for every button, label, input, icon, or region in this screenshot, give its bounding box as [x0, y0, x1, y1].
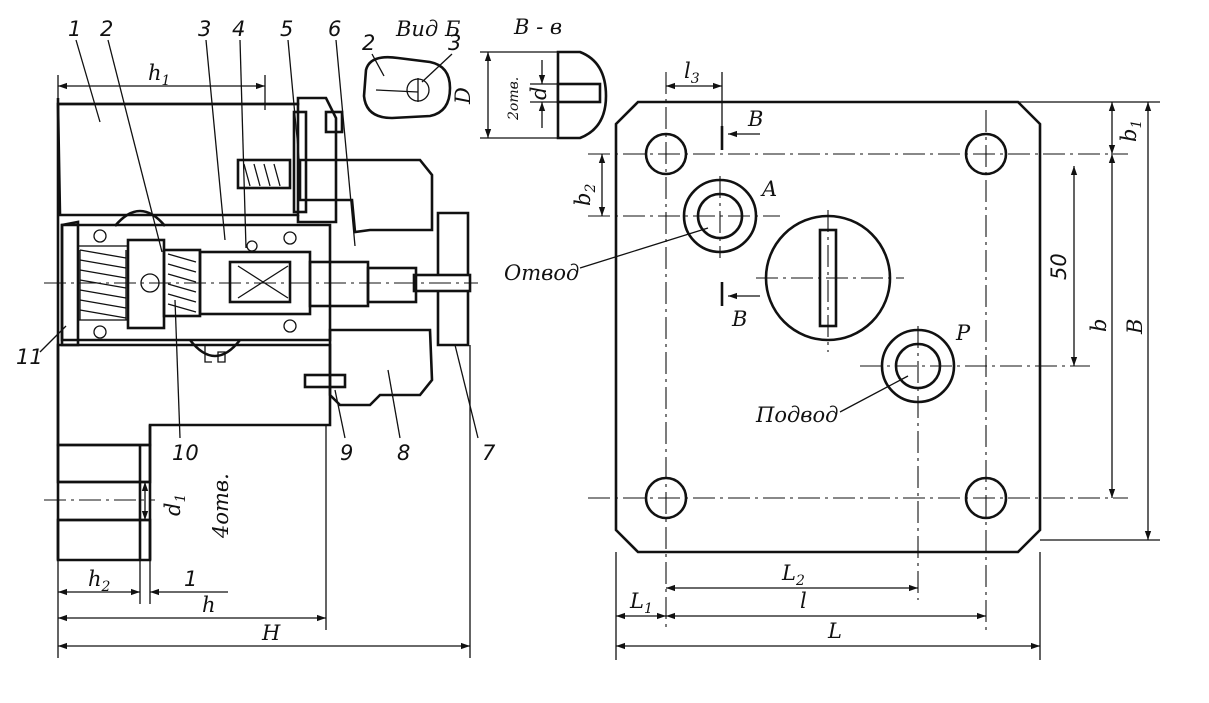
dim-two-holes: 2отв. [506, 77, 522, 121]
plan-view: A P В В Отвод Подвод [504, 59, 1160, 660]
dim-L2: L2 [781, 561, 805, 589]
dim-h2: h2 [88, 567, 111, 595]
dim-h: h [202, 593, 216, 617]
dim-L1: L1 [629, 589, 653, 617]
callout-2: 2 [100, 17, 113, 41]
callout-8: 8 [397, 441, 410, 465]
dim-b: b [1087, 319, 1111, 332]
outlet-leader [579, 227, 709, 269]
dim-D: D [451, 87, 475, 105]
section-vv: В - в D 2отв. d [451, 15, 608, 140]
callout-4: 4 [232, 17, 245, 41]
dim-b2: b2 [571, 184, 599, 206]
port-p-label: P [955, 321, 971, 345]
dim-holes: 4отв. [209, 473, 233, 539]
plan-dimensions: l3 b1 b2 50 b B L2 L1 [571, 59, 1160, 660]
dim-l3: l3 [684, 59, 700, 87]
section-vv-title: В - в [513, 15, 562, 39]
section-mark-top: В [747, 107, 763, 131]
callout-5: 5 [280, 17, 293, 41]
dim-d: d [527, 87, 551, 100]
port-p: P [880, 321, 971, 404]
adjust-knob [764, 214, 892, 342]
section-dimensions: h1 h2 1 h H d1 4отв. [57, 61, 471, 658]
dim-H: H [261, 621, 281, 645]
outlet-label: Отвод [504, 261, 579, 285]
detail-b: Вид Б 2 3 [362, 17, 461, 120]
plate-outline [614, 100, 1042, 554]
callout-6: 6 [328, 17, 341, 41]
callout-leaders [39, 39, 479, 439]
dim-l: l [800, 589, 807, 613]
dim-L: L [827, 619, 842, 643]
detail-b-title: Вид Б [395, 17, 460, 41]
callout-3: 3 [198, 17, 211, 41]
seal-rings [93, 229, 297, 339]
dim-B: B [1123, 319, 1147, 335]
dim-b1: b1 [1117, 120, 1145, 142]
section-marks: В В [720, 107, 763, 331]
inlet-label: Подвод [755, 403, 838, 427]
dim-h1: h1 [148, 61, 170, 89]
section-mark-bottom: В [731, 307, 747, 331]
section-view: 1 2 3 4 5 6 7 8 9 10 11 [16, 17, 496, 658]
callout-labels: 1 2 3 4 5 6 7 8 9 10 11 [16, 17, 496, 465]
dim-fifty: 50 [1047, 253, 1071, 280]
detail-b-label-3: 3 [448, 31, 461, 55]
callout-9: 9 [340, 441, 353, 465]
callout-10: 10 [172, 441, 199, 465]
dim-d1: d1 [161, 494, 189, 516]
valve-body [56, 96, 472, 562]
detail-b-label-2: 2 [362, 31, 375, 55]
inlet-leader [839, 375, 909, 413]
port-a-label: A [760, 177, 777, 201]
dim-one: 1 [184, 567, 197, 591]
callout-7: 7 [482, 441, 496, 465]
callout-1: 1 [68, 17, 81, 41]
callout-11: 11 [16, 345, 43, 369]
port-a: A [682, 177, 777, 254]
